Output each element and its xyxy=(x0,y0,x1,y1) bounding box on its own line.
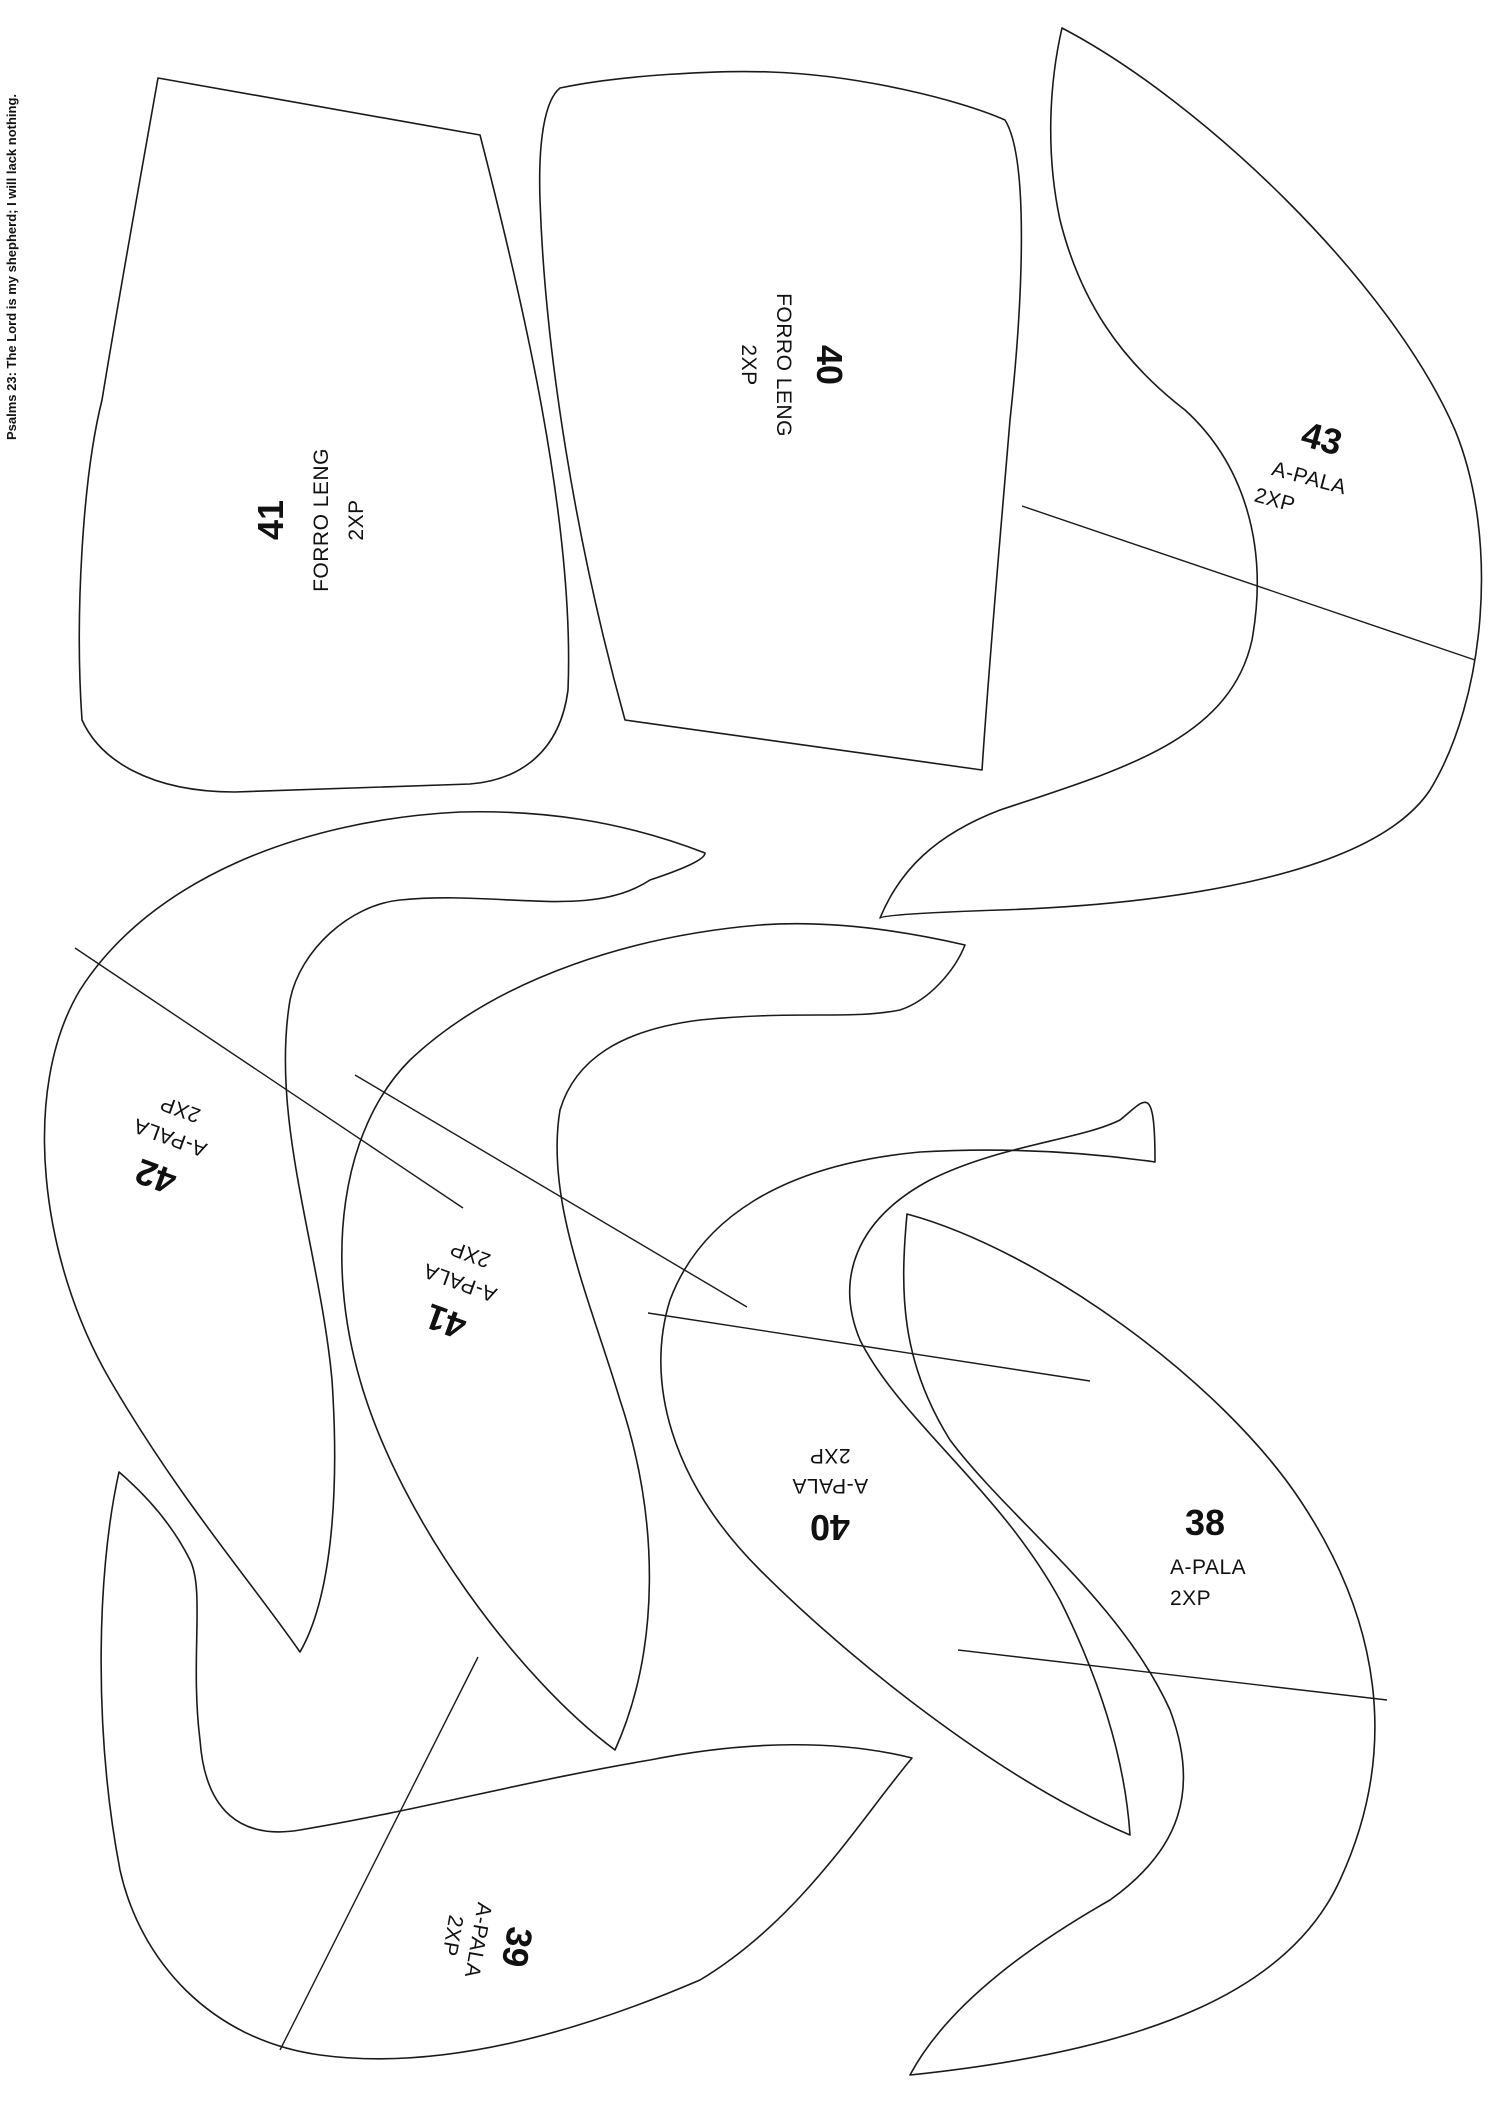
piece-38-vamp-name: A-PALA xyxy=(1170,1556,1246,1579)
piece-41-lining-outline xyxy=(78,77,570,793)
piece-40-lining-qty: 2XP xyxy=(737,344,760,385)
piece-41-vamp-number: 41 xyxy=(420,1296,472,1348)
piece-42-vamp-outline xyxy=(43,810,706,1653)
piece-42-vamp-qty: 2XP xyxy=(157,1091,204,1127)
piece-39-vamp-qty: 2XP xyxy=(437,1913,467,1958)
piece-41-lining: 41 FORRO LENG 2XP xyxy=(78,77,570,793)
piece-38-vamp-qty: 2XP xyxy=(1170,1587,1211,1610)
piece-39-vamp-name: A-PALA xyxy=(460,1901,496,1980)
piece-41-vamp-guide-line xyxy=(354,1074,748,1308)
piece-41-vamp-outline xyxy=(341,922,966,1751)
margin-note: Psalms 23: The Lord is my shepherd; I wi… xyxy=(4,94,19,440)
piece-39-vamp-outline xyxy=(100,1471,913,2060)
piece-43-vamp-guide-line xyxy=(1021,505,1476,661)
piece-40-lining-number: 40 xyxy=(809,345,850,385)
piece-43-vamp-qty: 2XP xyxy=(1252,484,1298,517)
piece-40-vamp-guide-line xyxy=(647,1312,1091,1382)
piece-42-vamp: 42 A-PALA 2XP xyxy=(43,810,706,1653)
piece-41-lining-name: FORRO LENG xyxy=(310,448,333,592)
piece-43-vamp: 43 A-PALA 2XP xyxy=(879,27,1483,919)
piece-40-lining-name: FORRO LENG xyxy=(772,293,795,437)
piece-40-lining: 40 FORRO LENG 2XP xyxy=(538,70,1023,771)
piece-40-vamp: 40 A-PALA 2XP xyxy=(647,1101,1156,1836)
piece-40-lining-outline xyxy=(538,70,1023,771)
piece-39-vamp-number: 39 xyxy=(494,1924,541,1971)
piece-38-vamp-outline xyxy=(902,1213,1376,2076)
piece-41-vamp: 41 A-PALA 2XP xyxy=(341,922,966,1751)
piece-38-vamp: 38 A-PALA 2XP xyxy=(902,1213,1388,2076)
piece-39-vamp: 39 A-PALA 2XP xyxy=(100,1471,913,2060)
piece-40-vamp-number: 40 xyxy=(810,1507,850,1548)
piece-40-vamp-qty: 2XP xyxy=(809,1444,850,1467)
piece-38-vamp-number: 38 xyxy=(1185,1502,1225,1543)
piece-38-vamp-guide-line xyxy=(957,1649,1388,1701)
piece-41-lining-qty: 2XP xyxy=(345,499,368,540)
piece-41-lining-number: 41 xyxy=(250,500,291,540)
piece-42-vamp-number: 42 xyxy=(130,1151,182,1203)
piece-43-vamp-number: 43 xyxy=(1297,413,1346,463)
piece-42-vamp-guide-line xyxy=(74,947,464,1209)
piece-43-vamp-outline xyxy=(879,27,1483,919)
piece-40-vamp-name: A-PALA xyxy=(792,1474,868,1497)
piece-41-vamp-qty: 2XP xyxy=(447,1236,494,1272)
piece-40-vamp-outline xyxy=(660,1101,1156,1836)
piece-39-vamp-guide-line xyxy=(279,1656,479,2051)
